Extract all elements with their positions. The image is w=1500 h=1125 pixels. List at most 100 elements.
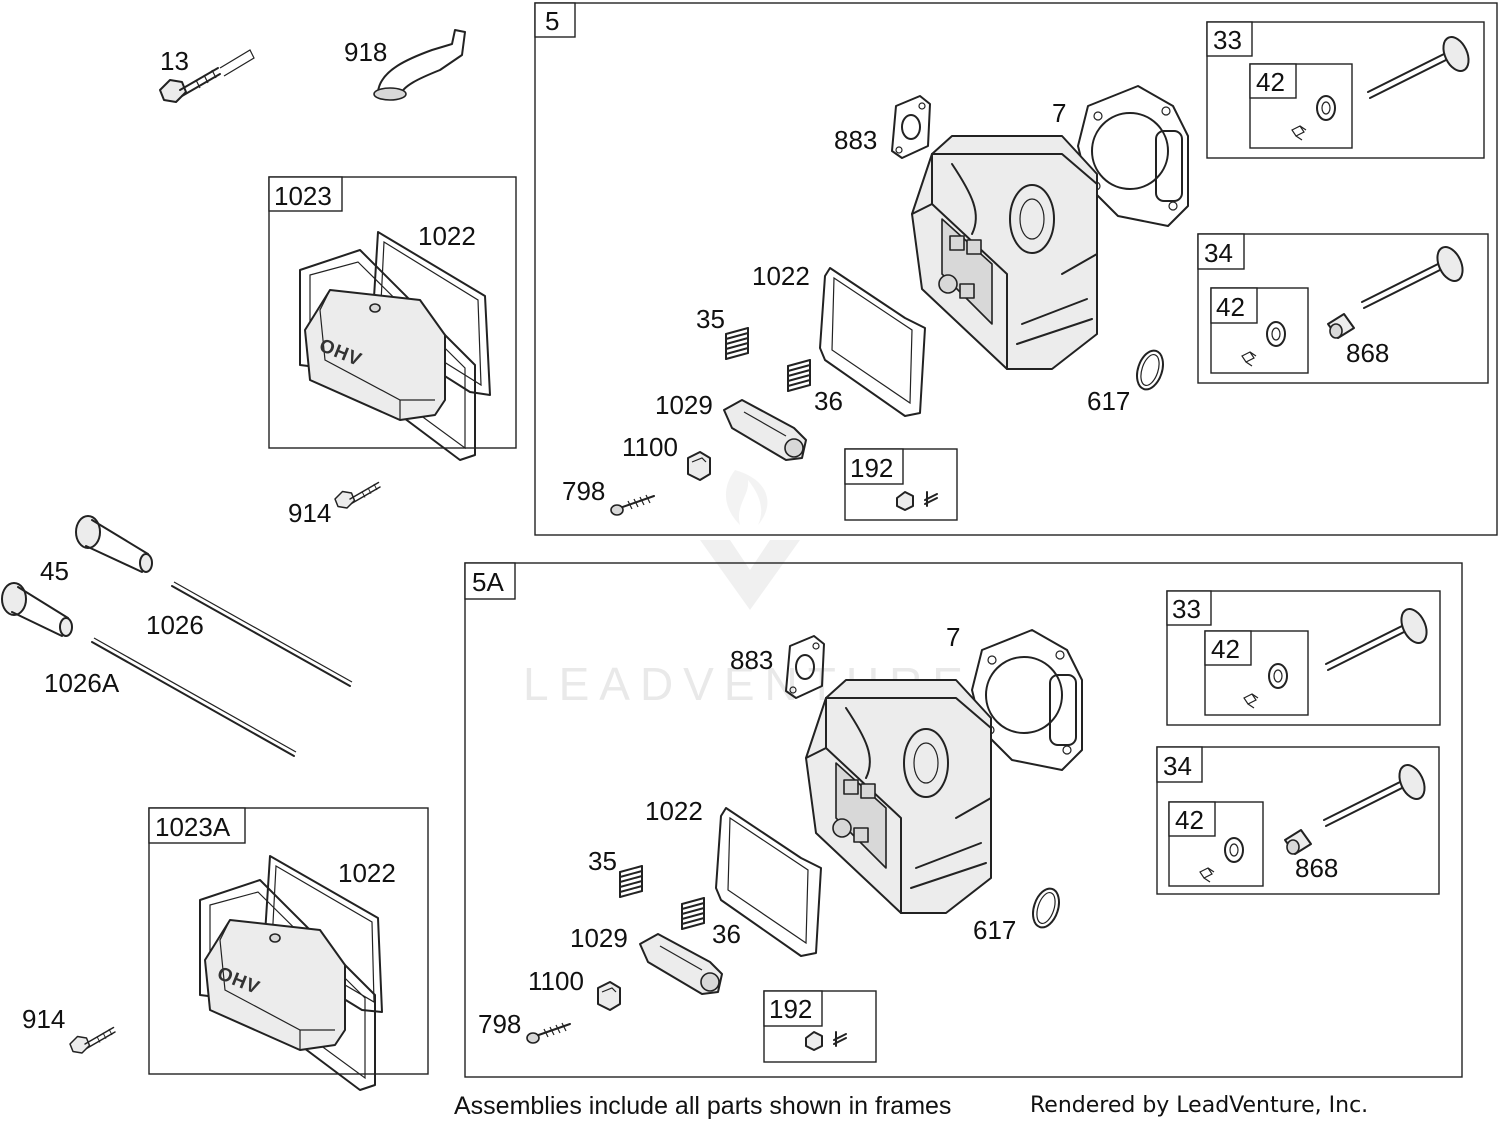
frame-5	[534, 2, 1498, 536]
breather-tube-918-drawing	[373, 29, 466, 101]
frame-5-label-34: 34	[1204, 238, 1233, 268]
frame-5-label-7: 7	[1052, 98, 1066, 128]
frame-5a-tag-box	[464, 562, 516, 600]
frame-5a-cylinder-head-drawing	[805, 679, 992, 914]
frame-5a-sub-33-keeper-drawing	[1243, 663, 1288, 709]
frame-5-sub-34-seal-drawing	[1327, 313, 1355, 339]
frame-5-sub-33-keeper-drawing	[1291, 95, 1336, 141]
frame-1023a-tag: 1023A	[155, 812, 231, 842]
frame-5a-sub-34-42-tag-box	[1168, 801, 1216, 837]
watermark-logo	[700, 470, 800, 610]
frame-5-sub-33-label-42: 42	[1256, 67, 1285, 97]
frame-5-stud-798-drawing	[610, 494, 655, 516]
frame-5a-spring-35-drawing	[619, 865, 643, 898]
frame-5a-sub-33-42-tag-box	[1204, 630, 1252, 666]
frame-5-gasket-883-drawing	[891, 95, 931, 159]
frame-1023-tag-box	[268, 176, 343, 212]
frame-5a-label-36: 36	[712, 919, 741, 949]
frame-5-label-192: 192	[850, 453, 893, 483]
frame-5-label-1100: 1100	[622, 432, 678, 462]
label-918: 918	[344, 37, 387, 67]
frame-5-label-798: 798	[562, 476, 605, 506]
frame-5a-sub-33	[1166, 590, 1441, 726]
frame-5-spring-35-drawing	[725, 327, 749, 360]
frame-5a-label-798: 798	[478, 1009, 521, 1039]
frame-5-sub-34-42	[1210, 287, 1309, 374]
frame-5-label-1022: 1022	[752, 261, 810, 291]
frame-5-sub-33	[1206, 21, 1485, 159]
label-914-b: 914	[22, 1004, 65, 1034]
label-1026a: 1026A	[44, 668, 120, 698]
label-45: 45	[40, 556, 69, 586]
frame-5-sub-34-tag-box	[1197, 233, 1245, 270]
footer-note: Assemblies include all parts shown in fr…	[454, 1092, 951, 1120]
frame-5a-ring-617-drawing	[1027, 884, 1065, 932]
frame-5a-label-192: 192	[769, 994, 812, 1024]
frame-1023-label-1022: 1022	[418, 221, 476, 251]
frame-5a	[464, 562, 1463, 1078]
frame-1023a-label-1022: 1022	[338, 858, 396, 888]
frame-5a-label-617: 617	[973, 915, 1016, 945]
frame-5a-label-35: 35	[588, 846, 617, 876]
frame-5a-sub-33-valve-drawing	[1325, 604, 1433, 671]
frame-5a-rocker-1029-drawing	[639, 933, 723, 995]
frame-5a-guide-1100-drawing	[597, 981, 621, 1011]
frame-5-label-33: 33	[1213, 25, 1242, 55]
footer-credit: Rendered by LeadVenture, Inc.	[1030, 1093, 1368, 1118]
tappet-45-upper-drawing	[75, 515, 153, 573]
label-13: 13	[160, 46, 189, 76]
frame-5a-sub-34-42	[1168, 801, 1264, 887]
frame-5a-label-1100: 1100	[528, 966, 584, 996]
screw-914-a-drawing	[334, 481, 381, 509]
frame-5-ring-617-drawing	[1131, 346, 1169, 394]
frame-5-rocker-1029-drawing	[723, 399, 807, 461]
frame-5a-sub-192-tag-box	[763, 990, 823, 1027]
frame-5a-sub-34	[1156, 746, 1440, 895]
frame-5-tag: 5	[545, 6, 559, 36]
frame-5-sub-33-42-tag-box	[1249, 63, 1297, 99]
frame-5a-tag: 5A	[472, 567, 504, 597]
frame-5a-sub-34-valve-drawing	[1323, 760, 1431, 827]
frame-5-sub-33-42	[1249, 63, 1353, 149]
tappet-45-lower-drawing	[1, 582, 73, 637]
frame-5a-label-1022: 1022	[645, 796, 703, 826]
frame-1023a	[148, 807, 429, 1075]
frame-5-label-36: 36	[814, 386, 843, 416]
label-914-a: 914	[288, 498, 331, 528]
frame-5-label-617: 617	[1087, 386, 1130, 416]
frame-5a-sub-34-label-42: 42	[1175, 805, 1204, 835]
frame-5a-label-1029: 1029	[570, 923, 628, 953]
frame-5a-sub-34-keeper-drawing	[1199, 837, 1244, 883]
frame-5-cylinder-head-drawing	[911, 135, 1098, 370]
frame-1023-tag: 1023	[274, 181, 332, 211]
frame-1023	[268, 176, 517, 449]
frame-5a-label-7: 7	[946, 622, 960, 652]
frame-5-label-883: 883	[834, 125, 877, 155]
frame-5a-stud-798-drawing	[526, 1022, 571, 1044]
frame-5a-label-34: 34	[1163, 751, 1192, 781]
pushrod-1026-drawing	[171, 581, 353, 687]
frame-5a-nut-192-drawing	[805, 1031, 847, 1051]
frame-5a-sub-34-seal-drawing	[1284, 829, 1312, 855]
frame-5-label-868: 868	[1346, 338, 1389, 368]
frame-5-sub-33-tag-box	[1206, 21, 1253, 57]
screw-914-b-drawing	[69, 1026, 116, 1054]
frame-5a-label-883: 883	[730, 645, 773, 675]
pushrod-1026a-drawing	[91, 637, 297, 757]
frame-5-sub-34-keeper-drawing	[1241, 321, 1286, 367]
frame-5-sub-34-label-42: 42	[1216, 292, 1245, 322]
frame-5a-label-33: 33	[1172, 594, 1201, 624]
frame-5-spring-36-drawing	[787, 359, 811, 392]
frame-5a-sub-33-42	[1204, 630, 1309, 716]
frame-5-sub-34-42-tag-box	[1210, 287, 1258, 324]
frame-5a-sub-33-label-42: 42	[1211, 634, 1240, 664]
frame-5-sub-192-tag-box	[844, 448, 904, 485]
frame-5a-sub-33-tag-box	[1166, 590, 1212, 626]
frame-5-nut-192-drawing	[896, 491, 938, 511]
frame-5-sub-34-valve-drawing	[1361, 242, 1469, 309]
frame-5-sub-34	[1197, 233, 1489, 384]
frame-5a-spring-36-drawing	[681, 897, 705, 930]
frame-1023a-tag-box	[148, 807, 246, 844]
frame-5a-sub-34-tag-box	[1156, 746, 1203, 783]
